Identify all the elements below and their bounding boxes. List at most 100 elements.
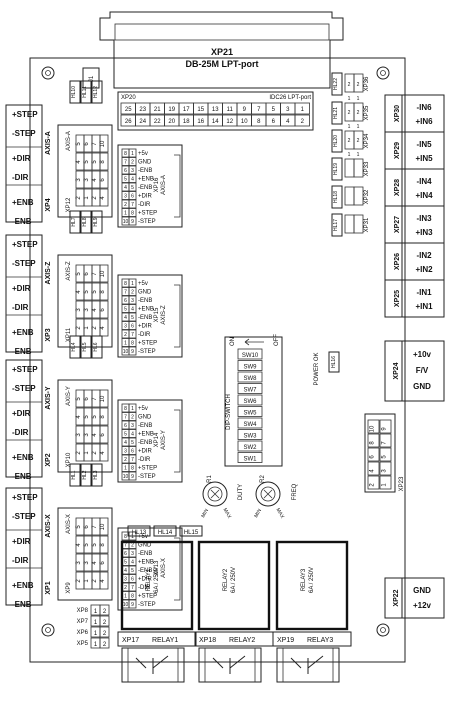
xp20-pin-top: 15 — [197, 107, 204, 113]
xp20-pin-top: 5 — [272, 107, 276, 113]
xp-right-pin: 1 — [357, 152, 360, 158]
axis-header-pin-label: 4 — [100, 579, 106, 583]
axis-led-label: HL9 — [93, 217, 99, 226]
xp-right-label: XP33 — [364, 161, 370, 176]
xp-right-pin: 2 — [357, 138, 360, 144]
r2-label: FREQ — [292, 483, 298, 500]
axis-idc-pin-num: 2 — [124, 332, 127, 338]
xp20-pin-top: 21 — [154, 107, 161, 113]
axis-idc-pin-num: 7 — [131, 202, 134, 208]
xp24-terminal: XP24 +10v F/V GND — [384, 340, 445, 402]
axis-header-pin-label: 8 — [100, 543, 106, 547]
axis-header-pin-label: 5 — [84, 290, 90, 294]
axis-idc — [117, 399, 183, 483]
xp23-pin-label: 4 — [370, 469, 376, 473]
hl-right-label: HL22 — [333, 78, 339, 90]
input-pos: +IN4 — [415, 191, 433, 200]
axis-led — [80, 335, 92, 359]
axis-terminal-name: XP1 — [45, 581, 52, 594]
dip-switch-cell — [237, 348, 263, 360]
input-xp-name: XP26 — [394, 253, 401, 270]
xp-right-pin: 2 — [348, 82, 351, 88]
xp24-pin-3: GND — [413, 382, 431, 391]
axis-header-pin-label: 2 — [92, 326, 98, 330]
axis-header-pin-label: 2 — [76, 326, 82, 330]
axis-terminal-axis: AXIS-Z — [45, 261, 52, 285]
axis-terminal-label: -DIR — [12, 173, 29, 182]
axis-idc-label: -STEP — [138, 474, 156, 480]
axis-terminal-label: -ENB — [12, 217, 32, 226]
axis-header — [57, 124, 113, 218]
axis-idc-pin-num: 4 — [124, 185, 127, 191]
axis-idc-label: GND — [138, 160, 152, 166]
xp24-pin-2: F/V — [416, 366, 429, 375]
xp24-pin-1: +10v — [413, 350, 432, 359]
axis-idc-label: -STEP — [138, 349, 156, 355]
xp20-pin-bottom: 26 — [125, 119, 132, 125]
axis-idc-pin — [128, 412, 137, 421]
axis-idc-pin-num: 2 — [131, 415, 134, 421]
relay-rating: 6A / 250V — [231, 567, 237, 593]
axis-header-pin-label: 6 — [84, 397, 90, 401]
relay-name: RELAY2 — [223, 568, 229, 591]
hl-right-label: HL21 — [333, 107, 339, 119]
axis-idc-pin-num: 1 — [131, 281, 134, 287]
axis-idc-axis: AXIS-A — [161, 175, 167, 195]
axis-terminal-label: -STEP — [12, 512, 36, 521]
axis-header-pin-label: 6 — [100, 561, 106, 565]
j1-label: J1 — [89, 75, 95, 82]
axis-terminal-axis: AXIS-A — [45, 131, 52, 155]
axis-header — [57, 507, 113, 601]
axis-idc-label: GND — [138, 415, 152, 421]
axis-header-axis: AXIS-Y — [66, 386, 72, 406]
hl-right-led — [331, 72, 343, 96]
axis-header-pin-label: 8 — [100, 290, 106, 294]
axis-idc-pin-num: 4 — [124, 315, 127, 321]
xp20-pin-bottom: 22 — [154, 119, 161, 125]
xp21-desc: DB-25M LPT-port — [186, 59, 259, 69]
relay-body — [197, 540, 271, 631]
xp20-pin-top: 13 — [212, 107, 219, 113]
r1-potentiometer: R1 MIN MAX DUTY — [200, 475, 244, 521]
axis-idc-label: +ENB — [138, 307, 154, 313]
axis-idc-pin-num: 2 — [131, 543, 134, 549]
xp23-pin-label: 7 — [382, 441, 388, 445]
axis-led — [69, 463, 81, 487]
axis-idc-pin — [128, 278, 137, 288]
axis-idc-pin — [128, 582, 137, 592]
axis-terminal-label: -DIR — [12, 303, 29, 312]
axis-idc-pin-num: 9 — [131, 602, 134, 608]
input-xp-name: XP30 — [394, 105, 401, 122]
axis-header-pin-label: 2 — [76, 579, 82, 583]
axis-header-pin-label: 4 — [76, 415, 82, 419]
axis-idc-pin — [128, 148, 137, 158]
axis-header-pin-label: 4 — [92, 561, 98, 565]
axis-header-pin-label: 2 — [76, 451, 82, 455]
axis-idc-pin-num: 10 — [123, 349, 129, 355]
axis-idc-label: +ENB — [138, 432, 154, 438]
axis-idc-label: +STEP — [138, 211, 157, 217]
axis-idc-pin-num: 7 — [131, 585, 134, 591]
axis-terminal-label: -STEP — [12, 259, 36, 268]
axis-idc-pin — [128, 295, 137, 305]
dip-switch-cell — [237, 440, 263, 452]
xp23-pin-label: 6 — [370, 455, 376, 459]
xp20-name: XP20 — [121, 95, 136, 101]
axis-idc-pin-num: 6 — [124, 168, 127, 174]
axis-idc-pin — [128, 591, 137, 600]
relay-rating: 6A / 250V — [154, 567, 160, 593]
axis-led-label: HL12 — [93, 86, 99, 98]
axis-header-axis: AXIS-Z — [66, 261, 72, 281]
axis-led-label: HL1 — [71, 470, 77, 479]
axis-header-pin — [99, 407, 109, 426]
axis-idc-label: +DIR — [138, 449, 153, 455]
axis-idc-pin-num: 8 — [124, 406, 127, 412]
xp20-pin-top: 9 — [243, 107, 247, 113]
xp20-label: IDC26 LPT-port — [269, 95, 311, 101]
axis-idc-pin-num: 8 — [131, 466, 134, 472]
axis-header-pin-label: 5 — [84, 415, 90, 419]
xp20-pin-bottom: 6 — [272, 119, 276, 125]
jumper-name: XP8 — [77, 608, 89, 614]
axis-idc-pin-num: 7 — [124, 290, 127, 296]
